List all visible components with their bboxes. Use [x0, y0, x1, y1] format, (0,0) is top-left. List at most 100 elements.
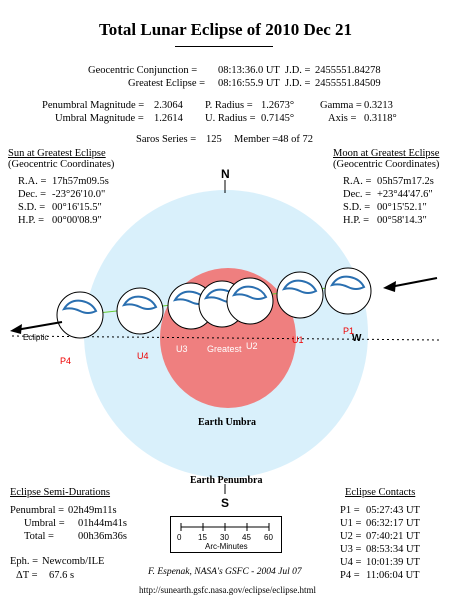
umbral-magnitude: 1.2614 [154, 113, 183, 124]
saros-series-label: Saros Series = [136, 134, 197, 145]
north-label: N [221, 167, 230, 181]
contact-row-p4-time: 11:06:04 UT [366, 570, 420, 581]
contact-row-p1-label: P1 = [340, 505, 360, 516]
contact-label-u1: U1 [292, 335, 304, 345]
west-label: W [352, 333, 362, 344]
moon-p1 [324, 267, 372, 315]
moon-ra: 05h57m17.2s [377, 176, 434, 187]
ephemeris-label: Eph. = [10, 556, 39, 567]
scale-ruler [180, 523, 270, 531]
scale-tick-30: 30 [220, 533, 229, 542]
contact-row-u2-label: U2 = [340, 531, 362, 542]
contact-label-u2: U2 [246, 341, 258, 351]
moon-u1 [276, 271, 324, 319]
contact-label-u3: U3 [176, 344, 188, 354]
axis-label: Axis = [328, 113, 357, 124]
saros-member-label: Member = [234, 134, 279, 145]
page-title: Total Lunar Eclipse of 2010 Dec 21 [98, 20, 353, 39]
total-duration: 00h36m36s [78, 531, 128, 542]
penumbral-magnitude-label: Penumbral Magnitude = [42, 100, 145, 111]
contact-label-greatest: Greatest [207, 344, 242, 354]
sun-dec-label: Dec. = [18, 189, 47, 200]
moon-ra-label: R.A. = [343, 176, 372, 187]
scale-tick-60: 60 [264, 533, 273, 542]
moon-sd-label: S.D. = [343, 202, 371, 213]
moon-hp: 00°58'14.3" [377, 215, 427, 226]
contact-row-u2-time: 07:40:21 UT [366, 531, 420, 542]
moon-heading: Moon at Greatest Eclipse [333, 148, 440, 159]
earth-penumbra-label: Earth Penumbra [190, 475, 263, 486]
scale-unit-label: Arc-Minutes [205, 542, 248, 551]
p-radius-label: P. Radius = [205, 100, 253, 111]
arrow-left-icon [10, 321, 63, 334]
contact-row-u3-time: 08:53:34 UT [366, 544, 420, 555]
total-duration-label: Total = [24, 531, 54, 542]
delta-t-label: ΔT = [16, 570, 38, 581]
u-radius-label: U. Radius = [205, 113, 256, 124]
umbral-duration: 01h44m41s [78, 518, 128, 529]
earth-umbra-label: Earth Umbra [198, 417, 257, 428]
greatest-eclipse-jd-label: J.D. = [285, 78, 311, 89]
penumbral-magnitude: 2.3064 [154, 100, 183, 111]
ecliptic-label: Ecliptic [23, 333, 49, 342]
sun-hp-label: H.P. = [18, 215, 45, 226]
moon-p4 [56, 291, 104, 339]
sun-ra-label: R.A. = [18, 176, 47, 187]
axis: 0.3118° [364, 113, 397, 124]
delta-t: 67.6 s [49, 570, 75, 581]
moon-hp-label: H.P. = [343, 215, 370, 226]
u-radius: 0.7145° [261, 113, 295, 124]
sun-hp: 00°00'08.9" [52, 215, 102, 226]
south-label: S [221, 496, 230, 510]
sun-heading: Sun at Greatest Eclipse [8, 148, 106, 159]
durations-heading: Eclipse Semi-Durations [10, 487, 111, 498]
contact-row-u1-label: U1 = [340, 518, 362, 529]
moon-dec-label: Dec. = [343, 189, 372, 200]
contact-row-p1-time: 05:27:43 UT [366, 505, 420, 516]
ephemeris: Newcomb/ILE [42, 556, 105, 567]
contact-row-p4-label: P4 = [340, 570, 360, 581]
conjunction-time: 08:13:36.0 UT [218, 65, 280, 76]
credit: F. Espenak, NASA's GSFC - 2004 Jul 07 [148, 567, 302, 577]
title-divider [175, 46, 273, 47]
arc-minute-scale: 0 15 30 45 60 Arc-Minutes [170, 516, 282, 553]
contact-row-u3-label: U3 = [340, 544, 362, 555]
moon-sd: 00°15'52.1" [377, 202, 427, 213]
greatest-eclipse-jd: 2455551.84509 [315, 78, 381, 89]
contact-row-u1-time: 06:32:17 UT [366, 518, 420, 529]
contact-row-u4-label: U4 = [340, 557, 362, 568]
sun-subheading: (Geocentric Coordinates) [8, 159, 115, 170]
moon-dec: +23°44'47.6" [377, 189, 433, 200]
source-url: http://sunearth.gsfc.nasa.gov/eclipse/ec… [139, 585, 316, 595]
umbral-duration-label: Umbral = [24, 518, 65, 529]
conjunction-label: Geocentric Conjunction = [88, 65, 198, 76]
contact-label-p4: P4 [60, 356, 72, 366]
contact-row-u4-time: 10:01:39 UT [366, 557, 420, 568]
conjunction-jd-label: J.D. = [285, 65, 311, 76]
saros-series: 125 [206, 134, 222, 145]
saros-member: 48 of 72 [278, 134, 313, 145]
p-radius: 1.2673° [261, 100, 295, 111]
penumbral-duration-label: Penumbral = [10, 505, 65, 516]
gamma-label: Gamma = [320, 100, 362, 111]
sun-ra: 17h57m09.5s [52, 176, 109, 187]
moon-subheading: (Geocentric Coordinates) [333, 159, 440, 170]
moon-u4 [116, 287, 164, 335]
contact-label-p1: P1 [343, 326, 355, 336]
sun-sd-label: S.D. = [18, 202, 46, 213]
scale-tick-45: 45 [242, 533, 251, 542]
greatest-eclipse-label: Greatest Eclipse = [128, 78, 206, 89]
sun-sd: 00°16'15.5" [52, 202, 102, 213]
gamma: 0.3213 [364, 100, 393, 111]
greatest-eclipse-time: 08:16:55.9 UT [218, 78, 280, 89]
umbral-magnitude-label: Umbral Magnitude = [55, 113, 144, 124]
scale-tick-0: 0 [177, 533, 182, 542]
contact-label-u4: U4 [137, 351, 149, 361]
sun-dec: -23°26'10.0" [52, 189, 106, 200]
penumbral-duration: 02h49m11s [68, 505, 117, 516]
moon-u2 [226, 277, 274, 325]
arrow-incoming-icon [383, 277, 438, 292]
contacts-heading: Eclipse Contacts [345, 487, 416, 498]
scale-tick-15: 15 [198, 533, 207, 542]
